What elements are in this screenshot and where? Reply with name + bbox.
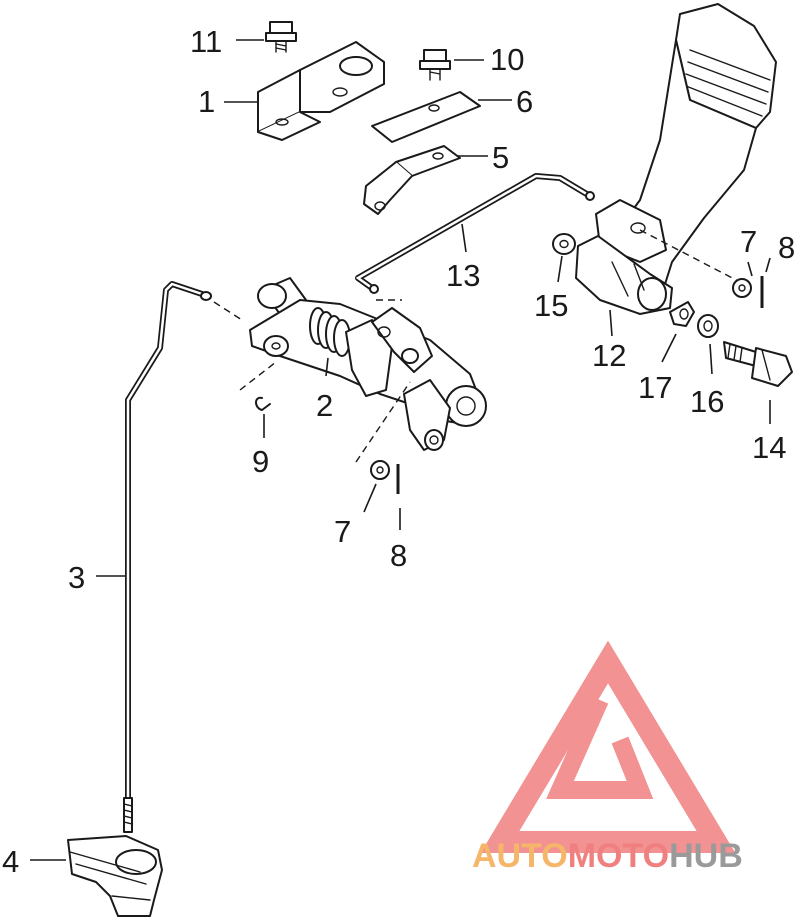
watermark-auto: AUTO [472, 837, 568, 875]
clip-17 [669, 301, 695, 327]
callout-17: 17 [638, 370, 672, 405]
leader-7-lower [363, 483, 377, 513]
axis-line-upper [639, 229, 741, 283]
watermark-text: AUTOMOTOHUB [472, 837, 743, 875]
bolt-14 [723, 341, 793, 387]
leader-12 [609, 309, 613, 337]
callout-15: 15 [534, 288, 568, 323]
watermark-triangle [480, 640, 736, 853]
e-clip-9 [255, 396, 271, 411]
axis-line-lower [355, 381, 411, 463]
rod-3 [123, 281, 212, 833]
washer-15 [552, 233, 576, 255]
callout-12: 12 [592, 338, 626, 373]
callout-8-upper: 8 [778, 230, 795, 265]
washer-16 [697, 314, 719, 338]
rod-13 [355, 173, 595, 294]
leader-7-upper [747, 261, 753, 277]
shaft-assembly-2 [249, 277, 487, 451]
callout-3: 3 [68, 560, 85, 595]
bolt-10 [419, 49, 451, 81]
callout-9: 9 [252, 444, 269, 479]
connector-4 [67, 835, 163, 917]
leader-8-upper [765, 257, 771, 273]
watermark-moto: MOTO [568, 837, 669, 875]
callout-4: 4 [2, 844, 19, 879]
bolt-11 [265, 21, 297, 53]
callout-16: 16 [690, 384, 724, 419]
callout-7-lower: 7 [334, 514, 351, 549]
callout-2: 2 [316, 388, 333, 423]
callout-11: 11 [190, 24, 222, 59]
pedal-arm-12 [575, 3, 777, 315]
watermark-logo [480, 640, 736, 853]
bracket-1 [257, 41, 385, 141]
callout-1: 1 [198, 84, 215, 119]
watermark-m-stroke [546, 696, 654, 799]
lever-plate-5 [363, 145, 461, 215]
watermark-hub: HUB [669, 837, 743, 875]
spring [309, 307, 351, 357]
leader-16 [709, 343, 713, 375]
callout-14: 14 [752, 430, 786, 465]
callout-13: 13 [446, 258, 480, 293]
callout-6: 6 [516, 84, 533, 119]
washer-7-upper [732, 278, 752, 298]
leader-17 [661, 333, 677, 363]
callout-7-upper: 7 [740, 224, 757, 259]
callout-8-lower: 8 [390, 538, 407, 573]
leader-2 [325, 357, 329, 377]
callout-10: 10 [490, 42, 524, 77]
washer-7-lower [370, 460, 390, 480]
leader-13 [461, 223, 467, 253]
axis-line-left [213, 301, 243, 321]
callout-5: 5 [492, 140, 509, 175]
axis-line-clip9 [239, 361, 277, 391]
plate-6 [371, 91, 481, 143]
leader-15 [557, 255, 563, 283]
